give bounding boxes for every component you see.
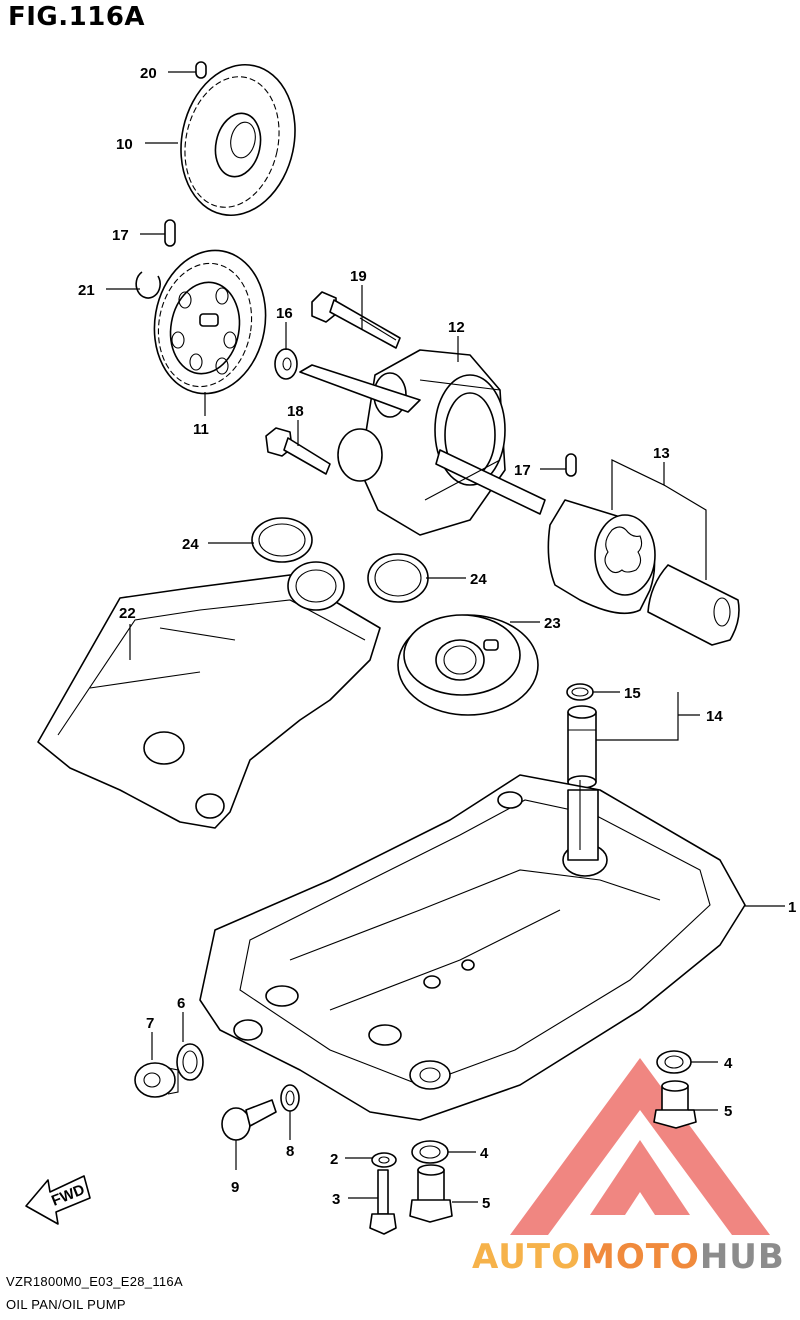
forward-direction-arrow: FWD bbox=[25, 1175, 91, 1225]
oil-pump-gear-11 bbox=[153, 249, 267, 395]
pump-rotor-set-13 bbox=[547, 499, 740, 646]
plug-7 bbox=[134, 1062, 179, 1098]
callout-2: 2 bbox=[330, 1151, 338, 1168]
callout-12: 12 bbox=[448, 319, 465, 336]
bolt-3 bbox=[369, 1169, 397, 1235]
oil-pipe-22 bbox=[37, 561, 381, 829]
o-ring-24-left bbox=[251, 517, 313, 563]
figure-title: FIG.116A bbox=[8, 2, 146, 32]
callout-5-upper: 5 bbox=[724, 1103, 732, 1120]
oil-pipe-14 bbox=[567, 705, 597, 789]
callout-11: 11 bbox=[193, 421, 209, 438]
leader-lines bbox=[106, 71, 785, 1203]
callout-4-lower: 4 bbox=[480, 1145, 489, 1162]
drain-plug-5-lower bbox=[409, 1164, 453, 1223]
gasket-4-upper bbox=[656, 1050, 692, 1074]
bolt-9 bbox=[221, 1099, 277, 1141]
callout-24-left: 24 bbox=[182, 536, 199, 553]
pin-17-upper bbox=[164, 219, 176, 247]
o-ring-24-right bbox=[367, 553, 429, 603]
gasket-8 bbox=[280, 1084, 300, 1112]
gasket-4-lower bbox=[411, 1140, 449, 1164]
callout-20: 20 bbox=[140, 65, 157, 82]
callout-16: 16 bbox=[276, 305, 293, 322]
callout-14: 14 bbox=[706, 708, 723, 725]
callout-9: 9 bbox=[231, 1179, 239, 1196]
watermark-hub: HUB bbox=[699, 1237, 785, 1277]
callout-22: 22 bbox=[119, 605, 136, 622]
callout-21: 21 bbox=[78, 282, 95, 299]
callout-19: 19 bbox=[350, 268, 367, 285]
callout-23: 23 bbox=[544, 615, 561, 632]
callout-18: 18 bbox=[287, 403, 304, 420]
bolt-18 bbox=[265, 427, 331, 475]
callout-8: 8 bbox=[286, 1143, 294, 1160]
o-ring-15 bbox=[566, 683, 594, 701]
callout-3: 3 bbox=[332, 1191, 340, 1208]
pin-17-lower bbox=[565, 453, 577, 477]
washer-16 bbox=[274, 348, 298, 380]
callouts: 20 10 17 21 19 16 12 18 11 17 13 24 22 2… bbox=[78, 65, 796, 1212]
callout-1: 1 bbox=[788, 899, 796, 916]
callout-15: 15 bbox=[624, 685, 641, 702]
pin-20 bbox=[195, 61, 207, 79]
callout-24-right: 24 bbox=[470, 571, 487, 588]
oil-pan-1 bbox=[199, 774, 746, 1121]
watermark-text: AUTOMOTOHUB bbox=[472, 1237, 785, 1277]
drawing-name: OIL PAN/OIL PUMP bbox=[6, 1297, 126, 1312]
watermark-auto: AUTO bbox=[472, 1237, 581, 1277]
callout-13: 13 bbox=[653, 445, 670, 462]
callout-10: 10 bbox=[116, 136, 133, 153]
gasket-6 bbox=[176, 1043, 204, 1081]
watermark-logo bbox=[510, 1058, 770, 1235]
callout-5-lower: 5 bbox=[482, 1195, 490, 1212]
oil-strainer-23 bbox=[397, 614, 539, 716]
oil-pump-driven-gear-10 bbox=[180, 63, 296, 217]
watermark-moto: MOTO bbox=[580, 1237, 700, 1277]
circlip-21 bbox=[135, 271, 161, 299]
oil-pump-assembly-12 bbox=[299, 349, 546, 536]
bolt-19 bbox=[311, 291, 401, 349]
callout-4-upper: 4 bbox=[724, 1055, 733, 1072]
callout-6: 6 bbox=[177, 995, 185, 1012]
callout-17-upper: 17 bbox=[112, 227, 129, 244]
drawing-code: VZR1800M0_E03_E28_116A bbox=[6, 1274, 183, 1289]
callout-17-lower: 17 bbox=[514, 462, 531, 479]
callout-7: 7 bbox=[146, 1015, 154, 1032]
drain-plug-5-upper bbox=[653, 1080, 697, 1129]
washer-2 bbox=[371, 1152, 397, 1168]
